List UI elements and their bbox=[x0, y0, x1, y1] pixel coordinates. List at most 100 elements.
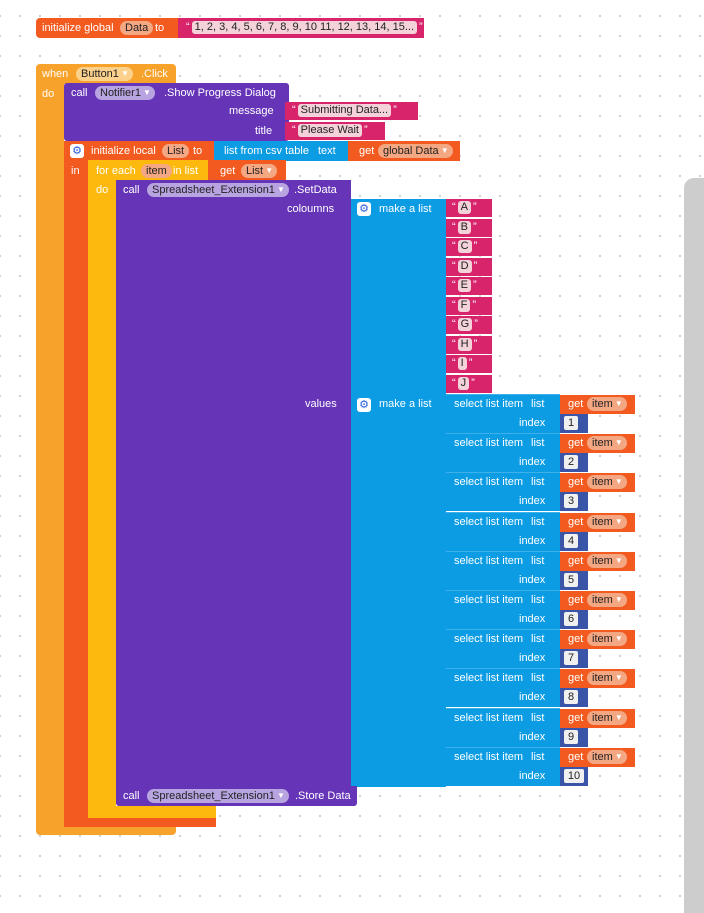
item-var-dropdown[interactable]: item▼ bbox=[587, 593, 627, 607]
setdata-method-label: .SetData bbox=[294, 184, 337, 196]
select-list-item-label: select list item bbox=[454, 398, 524, 410]
foreach-do-label: do bbox=[96, 184, 109, 196]
column-string[interactable]: “H” bbox=[452, 337, 478, 351]
select-list-item-label: select list item bbox=[454, 476, 524, 489]
select-list-item-block[interactable] bbox=[446, 550, 560, 590]
select-list-item-block[interactable] bbox=[446, 472, 560, 512]
column-string[interactable]: “E” bbox=[452, 279, 477, 292]
global-to-label: to bbox=[155, 22, 165, 34]
columns-make-list-gear-icon[interactable]: ⚙ bbox=[357, 202, 371, 216]
select-list-item-label: select list item bbox=[454, 750, 524, 763]
index-number-value[interactable]: 9 bbox=[564, 729, 578, 744]
select-index-label: index bbox=[519, 534, 546, 547]
foreach-var-name[interactable]: item bbox=[141, 164, 172, 178]
csv-text-label: text bbox=[318, 145, 336, 157]
spreadsheet-component-dropdown[interactable]: Spreadsheet_Extension1▼ bbox=[147, 183, 289, 197]
get-item-label: get bbox=[568, 398, 584, 410]
local-init-side bbox=[64, 161, 88, 821]
storedata-call-label: call bbox=[123, 790, 140, 802]
index-number-value[interactable]: 3 bbox=[564, 494, 578, 509]
values-socket-label: values bbox=[305, 398, 337, 410]
notifier-call-label: call bbox=[71, 87, 88, 99]
values-make-list-block[interactable] bbox=[351, 394, 446, 787]
index-number-value[interactable]: 7 bbox=[564, 651, 578, 666]
column-string[interactable]: “I” bbox=[452, 357, 473, 370]
item-var-dropdown[interactable]: item▼ bbox=[587, 514, 627, 529]
column-string[interactable]: “C” bbox=[452, 240, 478, 253]
column-string[interactable]: “B” bbox=[452, 220, 477, 234]
select-list-item-label: select list item bbox=[454, 515, 524, 528]
index-number-value[interactable]: 5 bbox=[564, 572, 578, 587]
select-list-item-block[interactable] bbox=[446, 668, 560, 708]
title-string[interactable]: “Please Wait” bbox=[292, 124, 368, 137]
item-var-dropdown[interactable]: item▼ bbox=[587, 553, 627, 568]
select-list-item-block[interactable] bbox=[446, 511, 560, 551]
message-string[interactable]: “Submitting Data...” bbox=[292, 104, 397, 117]
do-label: do bbox=[42, 88, 55, 100]
local-var-name[interactable]: List bbox=[162, 144, 190, 158]
setdata-call-block[interactable] bbox=[116, 180, 351, 787]
message-socket-label: message bbox=[229, 105, 274, 117]
select-list-item-block[interactable] bbox=[446, 590, 560, 629]
get-item-label: get bbox=[568, 437, 584, 450]
local-to-label: to bbox=[193, 145, 203, 157]
storedata-method-label: .Store Data bbox=[295, 790, 351, 802]
foreach-label: for each bbox=[96, 165, 136, 177]
event-block-side bbox=[36, 84, 64, 828]
select-list-label: list bbox=[531, 476, 545, 489]
select-list-item-label: select list item bbox=[454, 594, 524, 606]
column-string-block[interactable] bbox=[446, 355, 492, 373]
global-var-dropdown[interactable]: global Data▼ bbox=[378, 144, 453, 158]
storedata-component-dropdown[interactable]: Spreadsheet_Extension1▼ bbox=[147, 789, 289, 803]
local-init-gear-icon[interactable]: ⚙ bbox=[70, 144, 84, 158]
index-number-value[interactable]: 1 bbox=[564, 416, 578, 430]
item-var-dropdown[interactable]: item▼ bbox=[587, 632, 627, 647]
title-socket-label: title bbox=[255, 125, 273, 137]
column-string[interactable]: “J” bbox=[452, 376, 475, 390]
get-item-label: get bbox=[568, 750, 584, 763]
columns-make-list-label: make a list bbox=[379, 203, 432, 215]
index-number-value[interactable]: 6 bbox=[564, 612, 578, 626]
global-var-name[interactable]: Data bbox=[120, 21, 154, 35]
button-component-dropdown[interactable]: Button1▼ bbox=[76, 67, 133, 81]
item-var-dropdown[interactable]: item▼ bbox=[587, 436, 627, 451]
select-list-item-block[interactable] bbox=[446, 629, 560, 669]
select-list-item-block[interactable] bbox=[446, 707, 560, 747]
column-string[interactable]: “F” bbox=[452, 298, 477, 312]
workspace-scrollbar[interactable] bbox=[684, 178, 704, 913]
index-number-value[interactable]: 8 bbox=[564, 690, 578, 705]
item-var-dropdown[interactable]: item▼ bbox=[587, 749, 627, 764]
select-list-item-block[interactable] bbox=[446, 746, 560, 786]
index-number-value[interactable]: 4 bbox=[564, 533, 578, 548]
column-string[interactable]: “A” bbox=[452, 201, 477, 214]
notifier-component-dropdown[interactable]: Notifier1▼ bbox=[95, 86, 155, 100]
item-var-dropdown[interactable]: item▼ bbox=[587, 397, 627, 411]
item-var-dropdown[interactable]: item▼ bbox=[587, 710, 627, 725]
select-list-item-block[interactable] bbox=[446, 394, 560, 433]
columns-make-list-block[interactable] bbox=[351, 199, 446, 394]
item-var-dropdown[interactable]: item▼ bbox=[587, 475, 627, 490]
select-list-label: list bbox=[531, 633, 545, 646]
when-label: when bbox=[42, 68, 69, 80]
select-list-item-label: select list item bbox=[454, 554, 524, 567]
column-string[interactable]: “D” bbox=[452, 259, 478, 273]
values-make-list-gear-icon[interactable]: ⚙ bbox=[357, 398, 371, 412]
select-index-label: index bbox=[519, 417, 546, 429]
get-item-label: get bbox=[568, 554, 584, 567]
column-string[interactable]: “G” bbox=[452, 318, 478, 331]
setdata-call-label: call bbox=[123, 184, 140, 196]
select-list-item-block[interactable] bbox=[446, 433, 560, 473]
local-init-label: initialize local bbox=[91, 145, 156, 157]
item-var-dropdown[interactable]: item▼ bbox=[587, 671, 627, 686]
csv-table-block[interactable] bbox=[214, 141, 348, 161]
index-number-value[interactable]: 10 bbox=[564, 768, 584, 783]
index-number-value[interactable]: 2 bbox=[564, 455, 578, 470]
select-index-label: index bbox=[519, 495, 546, 508]
global-value-string[interactable]: “1, 2, 3, 4, 5, 6, 7, 8, 9, 10 11, 12, 1… bbox=[186, 21, 423, 34]
list-var-dropdown[interactable]: List▼ bbox=[241, 164, 278, 178]
local-init-bottom bbox=[64, 818, 216, 827]
select-list-label: list bbox=[531, 437, 545, 450]
event-name-label: .Click bbox=[141, 68, 168, 80]
select-index-label: index bbox=[519, 573, 546, 586]
global-init-label: initialize global bbox=[42, 22, 114, 34]
